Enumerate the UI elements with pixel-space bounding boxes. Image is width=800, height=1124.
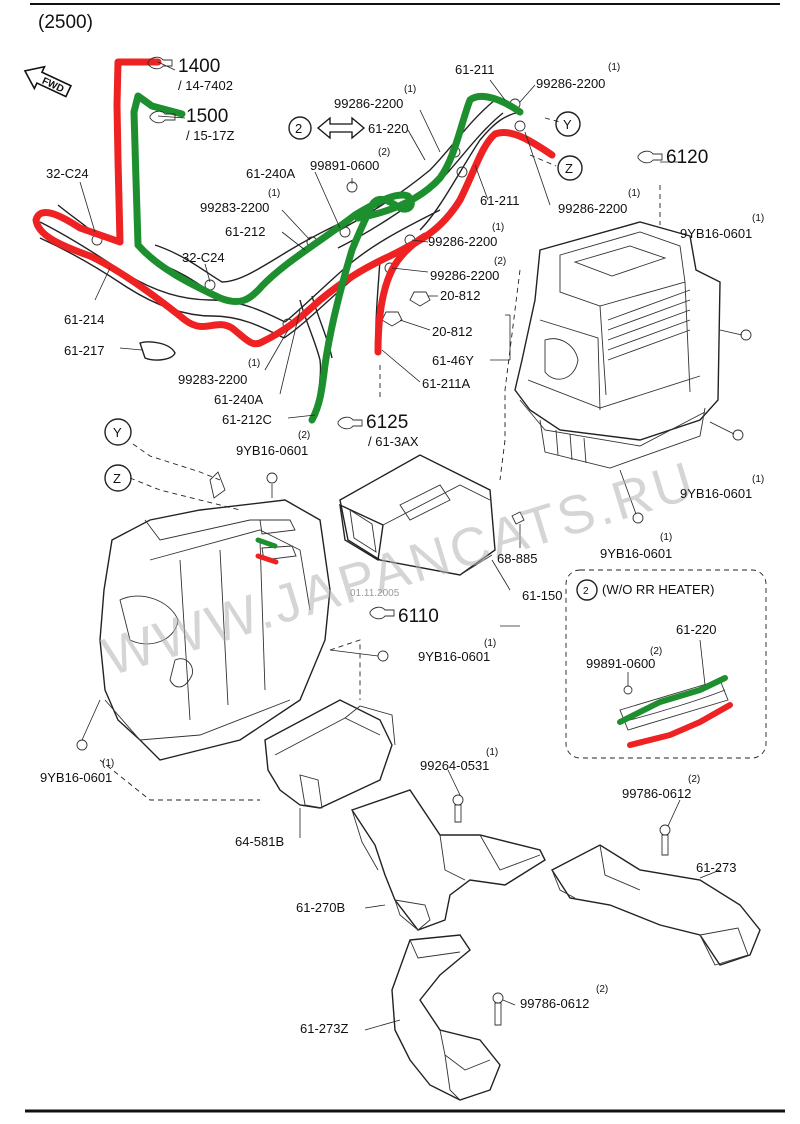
label-6120: 6120 [666,147,708,168]
label-9yb-6110: 9YB16-0601 [418,649,490,664]
diagram-code: (2500) [38,12,93,33]
label-61-212: 61-212 [225,224,265,239]
label-61-3ax: / 61-3AX [368,434,419,449]
label-20-812-b: 20-812 [432,324,472,339]
label-14-7402: / 14-7402 [178,78,233,93]
label-99286-b-qty: (1) [608,62,620,73]
label-32-c24-b: 32-C24 [182,250,225,265]
duct-61-273 [550,824,761,966]
label-9yb-r1-qty: (1) [752,213,764,224]
label-99286-a-qty: (1) [404,84,416,95]
label-99286-a: 99286-2200 [334,96,403,111]
part-labels: 1400 / 14-7402 1500 / 15-17Z 32-C24 32-C… [40,56,764,1036]
label-9yb-lo-qty: (1) [102,758,114,769]
label-61-211a: 61-211A [422,376,471,391]
label-15-17z: / 15-17Z [186,128,234,143]
label-61-220: 61-220 [368,121,408,136]
label-99891-qty: (2) [378,147,390,158]
label-32-c24-a: 32-C24 [46,166,89,181]
label-61-211-mid: 61-211 [480,193,520,208]
label-61-217: 61-217 [64,343,104,358]
duct-61-273Z [391,934,504,1101]
rear-heater-unit-6120 [514,221,752,524]
label-20-812-a: 20-812 [440,288,480,303]
fwd-label: FWD [40,76,65,96]
label-61-240a-top: 61-240A [246,166,295,181]
inset-wo-rr-heater [565,569,767,759]
label-99786-b-qty: (2) [596,984,608,995]
label-61-150: 61-150 [522,588,562,603]
inset-label-61-220: 61-220 [676,622,716,637]
label-68-885: 68-885 [497,551,537,566]
duct-61-270B [350,789,546,931]
front-heater-unit-6110 [76,471,389,761]
label-99264-qty: (1) [486,747,498,758]
callout-z-bottom: Z [113,471,121,486]
label-61-240a-bot: 61-240A [214,392,263,407]
label-9yb-lo: 9YB16-0601 [40,770,112,785]
label-9yb-l1: 9YB16-0601 [236,443,308,458]
duct-64-581B [264,699,396,838]
label-61-214: 61-214 [64,312,104,327]
inset-label-99891: 99891-0600 [586,656,655,671]
label-61-212c: 61-212C [222,412,272,427]
label-9yb-r2: 9YB16-0601 [680,486,752,501]
ref-symbol-icons [147,56,663,620]
inset-title: (W/O RR HEATER) [602,582,714,597]
leader-lines [79,61,721,1031]
double-arrow-icon [316,116,366,140]
inset-label-99891-qty: (2) [650,646,662,657]
red-hose-marker [32,58,556,356]
green-hose-marker [130,92,524,424]
label-99264: 99264-0531 [420,758,489,773]
label-61-273: 61-273 [696,860,736,875]
label-1500: 1500 [186,106,228,127]
label-9yb-r2-qty: (1) [752,474,764,485]
label-6125: 6125 [366,412,408,433]
label-99283-top-qty: (1) [268,188,280,199]
label-9yb-mid-qty: (1) [660,532,672,543]
label-99786-b: 99786-0612 [520,996,589,1011]
callout-2-top: 2 [295,121,302,136]
callout-circles: 2 Y Z Y Z 2 [104,111,598,601]
label-99286-c-qty: (1) [628,188,640,199]
duct-61-150 [339,454,525,591]
watermark: WWW.JAPANCATS.RU [96,450,703,687]
label-9yb-mid: 9YB16-0601 [600,546,672,561]
label-61-270b: 61-270B [296,900,345,915]
label-99286-d-qty: (1) [492,222,504,233]
callout-z-top: Z [565,161,573,176]
callout-y-top: Y [563,117,572,132]
label-99286-d: 99286-2200 [428,234,497,249]
label-1400: 1400 [178,56,220,77]
label-9yb-l1-qty: (2) [298,430,310,441]
watermark-date: 01.11.2005 [350,588,400,599]
label-99283-bot: 99283-2200 [178,372,247,387]
label-9yb-6110-qty: (1) [484,638,496,649]
label-99286-c: 99286-2200 [558,201,627,216]
label-99286-b: 99286-2200 [536,76,605,91]
label-61-273z: 61-273Z [300,1021,348,1036]
label-61-46y: 61-46Y [432,353,474,368]
label-99283-bot-qty: (1) [248,358,260,369]
fwd-arrow-icon: FWD [23,65,73,98]
dashed-leaders [99,117,661,801]
label-99786-a-qty: (2) [688,774,700,785]
label-99286-e-qty: (2) [494,256,506,267]
callout-2-inset: 2 [583,586,589,597]
callout-y-bottom: Y [113,425,122,440]
label-99891: 99891-0600 [310,158,379,173]
label-99283-top: 99283-2200 [200,200,269,215]
label-99286-e: 99286-2200 [430,268,499,283]
label-99786-a: 99786-0612 [622,786,691,801]
label-6110: 6110 [398,606,439,627]
label-9yb-r1: 9YB16-0601 [680,226,752,241]
label-64-581b: 64-581B [235,834,284,849]
label-61-211-top: 61-211 [455,62,495,77]
